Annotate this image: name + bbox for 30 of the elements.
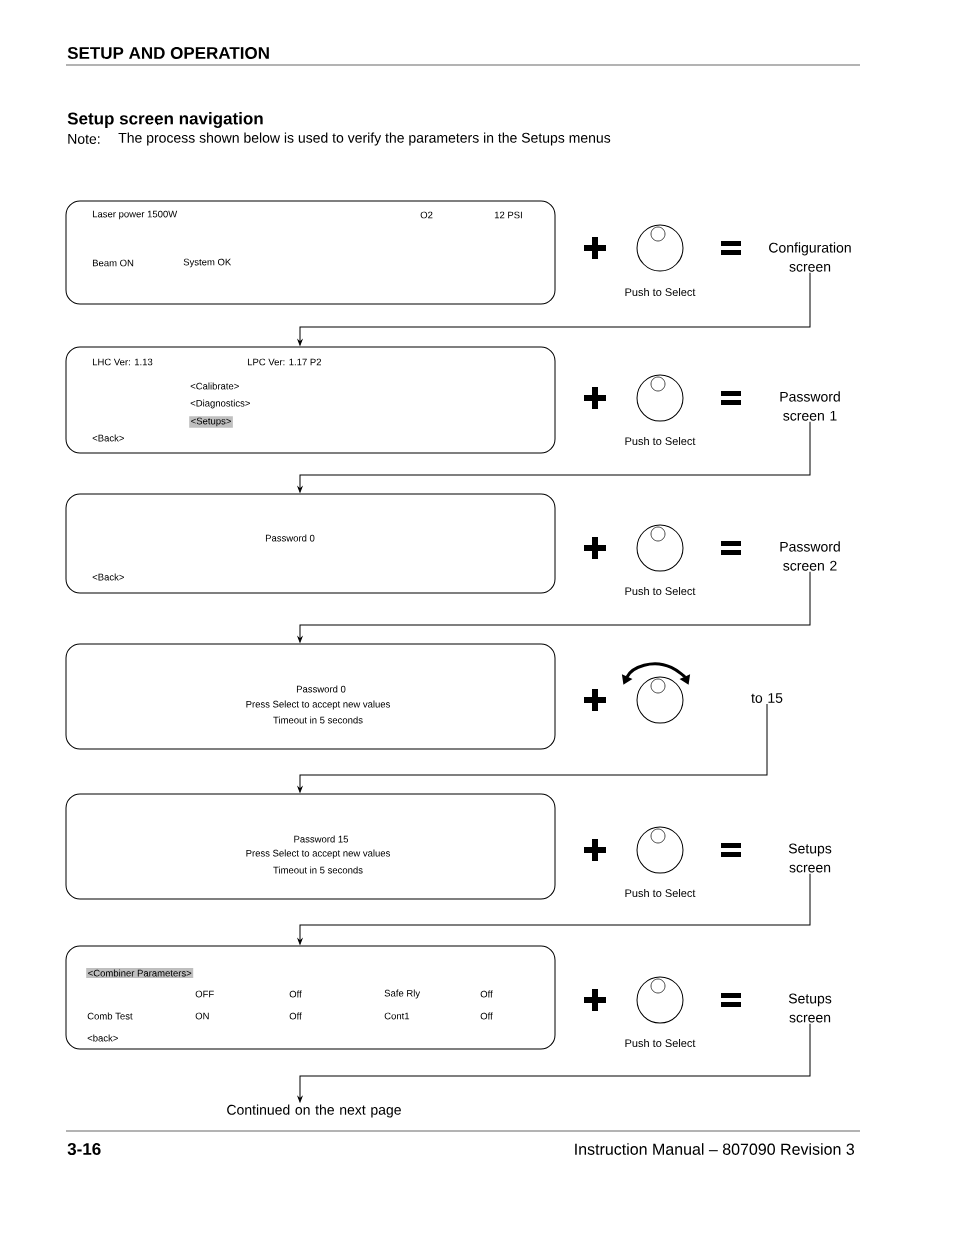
note-text: The process shown below is used to verify the parameters in the Setups menus — [118, 132, 611, 146]
result-label: to 15 — [751, 693, 783, 703]
display-screen: Laser power 1500W O2 12 PSI Beam ON System OK — [65, 200, 556, 305]
knob-caption: Push to Select — [625, 586, 696, 596]
display-screen: Password 0 Press Select to accept new values Timeout in 5 seconds — [65, 643, 556, 750]
connector-arrow — [297, 1023, 811, 1103]
result-label: Configuration screen — [769, 242, 851, 272]
result-label: Setups screen — [788, 993, 832, 1023]
result-label: Password screen 2 — [780, 541, 840, 571]
connector-arrow — [297, 272, 811, 346]
knob-caption: Push to Select — [625, 436, 696, 446]
footer-text: Instruction Manual – 807090 Revision 3 — [575, 1143, 855, 1155]
page-number: 3-16 — [67, 1143, 101, 1156]
display-screen: Password 0 <Back> — [65, 493, 556, 594]
connector-arrow — [297, 873, 811, 945]
knob-caption: Push to Select — [625, 1039, 696, 1048]
knob-caption: Push to Select — [625, 889, 696, 898]
note-label: Note: — [68, 134, 100, 144]
section-heading: SETUP AND OPERATION — [67, 47, 269, 60]
connector-arrow — [297, 703, 768, 793]
connector-arrow — [297, 421, 811, 493]
display-screen: Password 15 Press Select to accept new values Timeout in 5 seconds — [65, 793, 556, 900]
knob-caption: Push to Select — [625, 287, 696, 297]
connector-arrow — [297, 571, 811, 643]
display-screen: <Combiner Parameters> OFF Off Safe Rly Off Comb Test ON Off Cont1 Off <back> — [65, 945, 556, 1050]
title: Setup screen navigation — [67, 112, 263, 128]
display-screen: LHC Ver: 1.13 LPC Ver: 1.17 P2 <Calibrate> <Diagnostics> <Setups> <Back> — [65, 346, 556, 454]
result-label: Password screen 1 — [780, 391, 840, 421]
result-label: Setups screen — [788, 843, 832, 873]
continuation-note: Continued on the next page — [227, 1104, 401, 1118]
